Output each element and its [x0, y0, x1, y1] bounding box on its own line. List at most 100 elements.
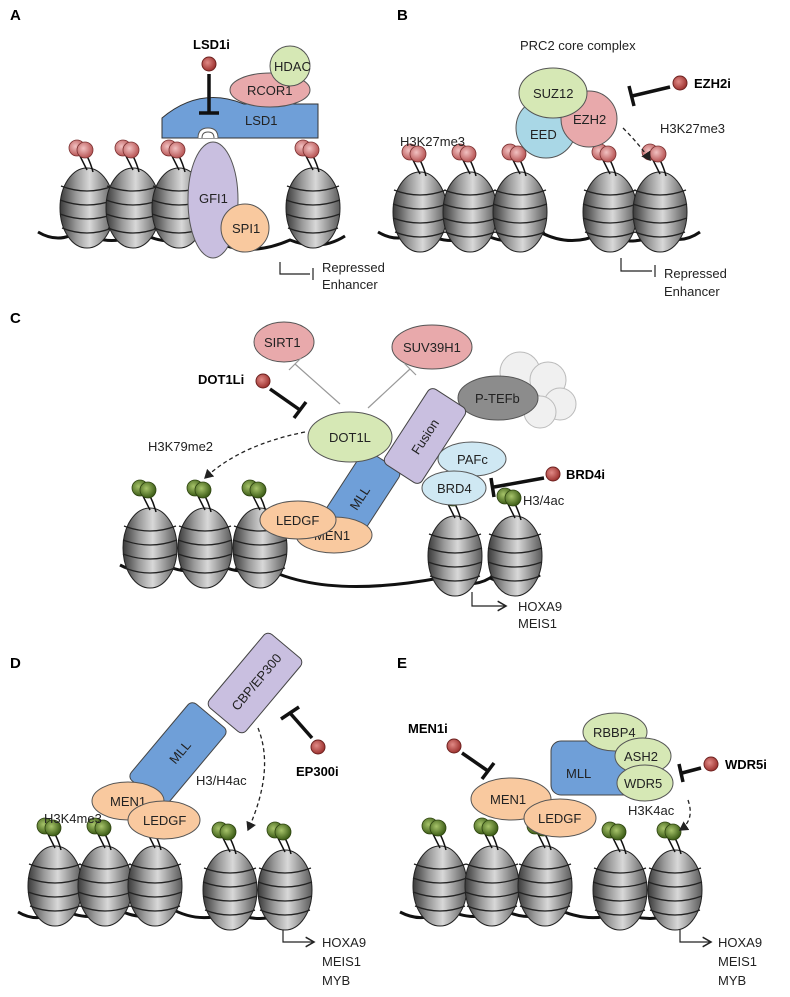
mark-h3k79me2: H3K79me2: [148, 439, 213, 454]
mark-h3k4ac: H3K4ac: [628, 803, 675, 818]
eed-label: EED: [530, 127, 557, 142]
inhibitor-icon: [310, 739, 326, 755]
suv39h1-label: SUV39H1: [403, 340, 461, 355]
dot1l-label: DOT1L: [329, 430, 371, 445]
nucleosome: [105, 139, 161, 249]
mark-h3k27me3-left: H3K27me3: [400, 134, 465, 149]
ledgf-protein: [259, 500, 337, 540]
nucleosome: [592, 821, 648, 931]
panel-d: D MLL CBP/EP300 MEN1 LEDGF H3K4me3 EP300…: [10, 632, 366, 988]
nucleosome: [492, 143, 548, 253]
wdr5-protein: [616, 764, 674, 802]
inhibitor-icon: [201, 56, 217, 72]
inhibitor-icon: [672, 75, 688, 91]
hdac-label: HDAC: [274, 59, 311, 74]
inhibition-bar-icon: [268, 387, 302, 412]
wdr5-label: WDR5: [624, 776, 662, 791]
gene-label: MEIS1: [322, 954, 361, 969]
suv39h1-protein: [391, 324, 473, 370]
nucleosome: [77, 817, 133, 927]
wdr5i-label: WDR5i: [725, 757, 767, 772]
promoter-label-line2: Enhancer: [322, 277, 378, 292]
ep300i-label: EP300i: [296, 764, 339, 779]
activation-arrow-icon: [679, 930, 711, 942]
mll-label: MLL: [566, 766, 591, 781]
inhibition-bar-icon: [631, 85, 671, 98]
rbbp4-label: RBBP4: [593, 725, 636, 740]
ezh2-label: EZH2: [573, 112, 606, 127]
nucleosome: [257, 821, 313, 931]
nucleosome: [464, 817, 520, 927]
gene-label: MEIS1: [518, 616, 557, 631]
mark-h3k27me3-right: H3K27me3: [660, 121, 725, 136]
panel-e-label: E: [397, 655, 407, 672]
inhibition-bar-icon: [493, 476, 545, 489]
nucleosome: [392, 143, 448, 253]
pafc-label: PAFc: [457, 452, 488, 467]
brd4-protein: [421, 470, 487, 506]
inhibitor-icon: [446, 738, 462, 754]
inhibition-bar-icon: [681, 766, 702, 775]
dot1l-protein: [307, 411, 393, 463]
sirt1-label: SIRT1: [264, 335, 301, 350]
methylation-arrow-icon: [622, 127, 651, 162]
fusion-protein: [383, 388, 467, 484]
gene-label: MYB: [322, 973, 350, 988]
promoter-label-line1: Repressed: [322, 260, 385, 275]
suz12-protein: [518, 67, 588, 119]
panel-a-label: A: [10, 7, 21, 24]
ledgf-label: LEDGF: [143, 813, 186, 828]
methylation-arrow-icon: [204, 431, 306, 479]
suz12-label: SUZ12: [533, 86, 573, 101]
panel-e: E MLL RBBP4 ASH2 WDR5 MEN1 LEDGF MEN1i W…: [397, 655, 767, 988]
brd4-label: BRD4: [437, 481, 472, 496]
panel-a: A LSD1 RCOR1 HDAC GFI1 SPI1 LSD1i Repres…: [10, 7, 385, 292]
gene-label: HOXA9: [322, 935, 366, 950]
gene-label: HOXA9: [718, 935, 762, 950]
gene-label: MEIS1: [718, 954, 757, 969]
promoter-label-line1: Repressed: [664, 266, 727, 281]
acetylation-arrow-icon: [678, 799, 691, 831]
men1-label: MEN1: [490, 792, 526, 807]
hdac-protein: [269, 45, 311, 87]
men1-label: MEN1: [110, 794, 146, 809]
cbp-ep300-protein: [207, 632, 303, 734]
nucleosome: [632, 143, 688, 253]
nucleosome: [412, 817, 468, 927]
lsd1-label: LSD1: [245, 113, 278, 128]
inhibition-bar-icon: [288, 711, 314, 740]
gene-label: MYB: [718, 973, 746, 988]
mark-h34ac: H3/4ac: [523, 493, 565, 508]
ledgf-label: LEDGF: [538, 811, 581, 826]
rcor1-label: RCOR1: [247, 83, 293, 98]
nucleosome: [285, 139, 341, 249]
ledgf-label: LEDGF: [276, 513, 319, 528]
repressed-enhancer-symbol: [620, 258, 652, 272]
ptefb-label: P-TEFb: [475, 391, 520, 406]
inhibitor-icon: [703, 756, 719, 772]
inhibitor-icon: [545, 466, 561, 482]
mark-h3k4me3: H3K4me3: [44, 811, 102, 826]
prc2-title: PRC2 core complex: [520, 38, 636, 53]
panel-c: C SIRT1 SUV39H1 P-TEFb MLL Fusion: [10, 310, 605, 631]
nucleosome: [122, 479, 178, 589]
activation-arrow-icon: [471, 592, 506, 606]
nucleosome: [202, 821, 258, 931]
ledgf-protein: [523, 798, 597, 838]
panel-d-label: D: [10, 655, 21, 672]
nucleosome: [59, 139, 115, 249]
nucleosome: [442, 143, 498, 253]
panel-b-label: B: [397, 7, 408, 24]
men1i-label: MEN1i: [408, 721, 448, 736]
nucleosome: [647, 821, 703, 931]
lsd1i-label: LSD1i: [193, 37, 230, 52]
spi1-protein: [220, 203, 270, 253]
ledgf-protein: [127, 800, 201, 840]
activation-arrow-icon: [282, 930, 314, 942]
panel-b: B PRC2 core complex H3K27me3 EED EZH2 SU…: [377, 7, 731, 299]
gfi1-label: GFI1: [199, 191, 228, 206]
nucleosome: [177, 479, 233, 589]
acetylation-arrow-icon: [246, 727, 266, 832]
inhibitor-icon: [255, 373, 271, 389]
